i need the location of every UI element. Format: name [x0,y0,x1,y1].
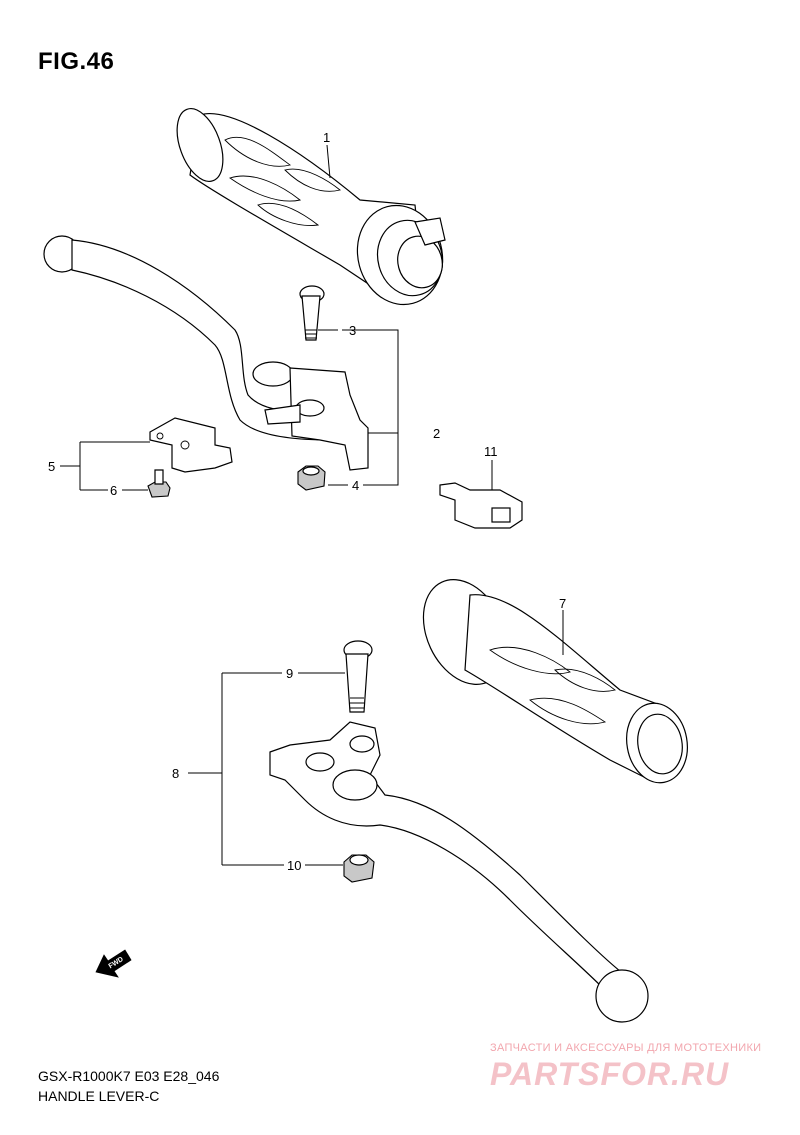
watermark-tagline: ЗАПЧАСТИ И АКСЕССУАРЫ ДЛЯ МОТОТЕХНИКИ [490,1042,762,1054]
fwd-arrow-icon: FWD [95,949,132,978]
figure-title: FIG.46 [38,48,115,75]
callout-5: 5 [48,459,55,474]
nut-part-10 [343,854,375,883]
callout-6: 6 [110,483,117,498]
callout-7: 7 [559,596,566,611]
leader-lines [60,144,564,866]
lever-part-8 [269,721,649,1023]
callout-1: 1 [323,130,330,145]
watermark-logo: PARTSFOR.RU [490,1056,730,1092]
callout-3: 3 [349,323,356,338]
model-code: GSX-R1000K7 E03 E28_046 [38,1068,220,1084]
left-grip-part-7 [422,579,688,784]
callout-2: 2 [433,426,440,441]
throttle-grip-part-1 [176,108,446,306]
callout-11: 11 [484,444,498,459]
light-switch-part-11 [439,482,523,529]
callout-4: 4 [352,478,359,493]
figure-caption: HANDLE LEVER-C [38,1088,160,1104]
brake-switch-part-5 [149,417,233,473]
screw-part-6 [147,469,171,498]
bolt-part-3 [299,285,325,341]
lever-part-2 [43,235,369,471]
callout-10: 10 [287,858,301,873]
bolt-part-9 [343,640,373,713]
callout-8: 8 [172,766,179,781]
nut-part-4 [297,465,326,491]
callout-9: 9 [286,666,293,681]
